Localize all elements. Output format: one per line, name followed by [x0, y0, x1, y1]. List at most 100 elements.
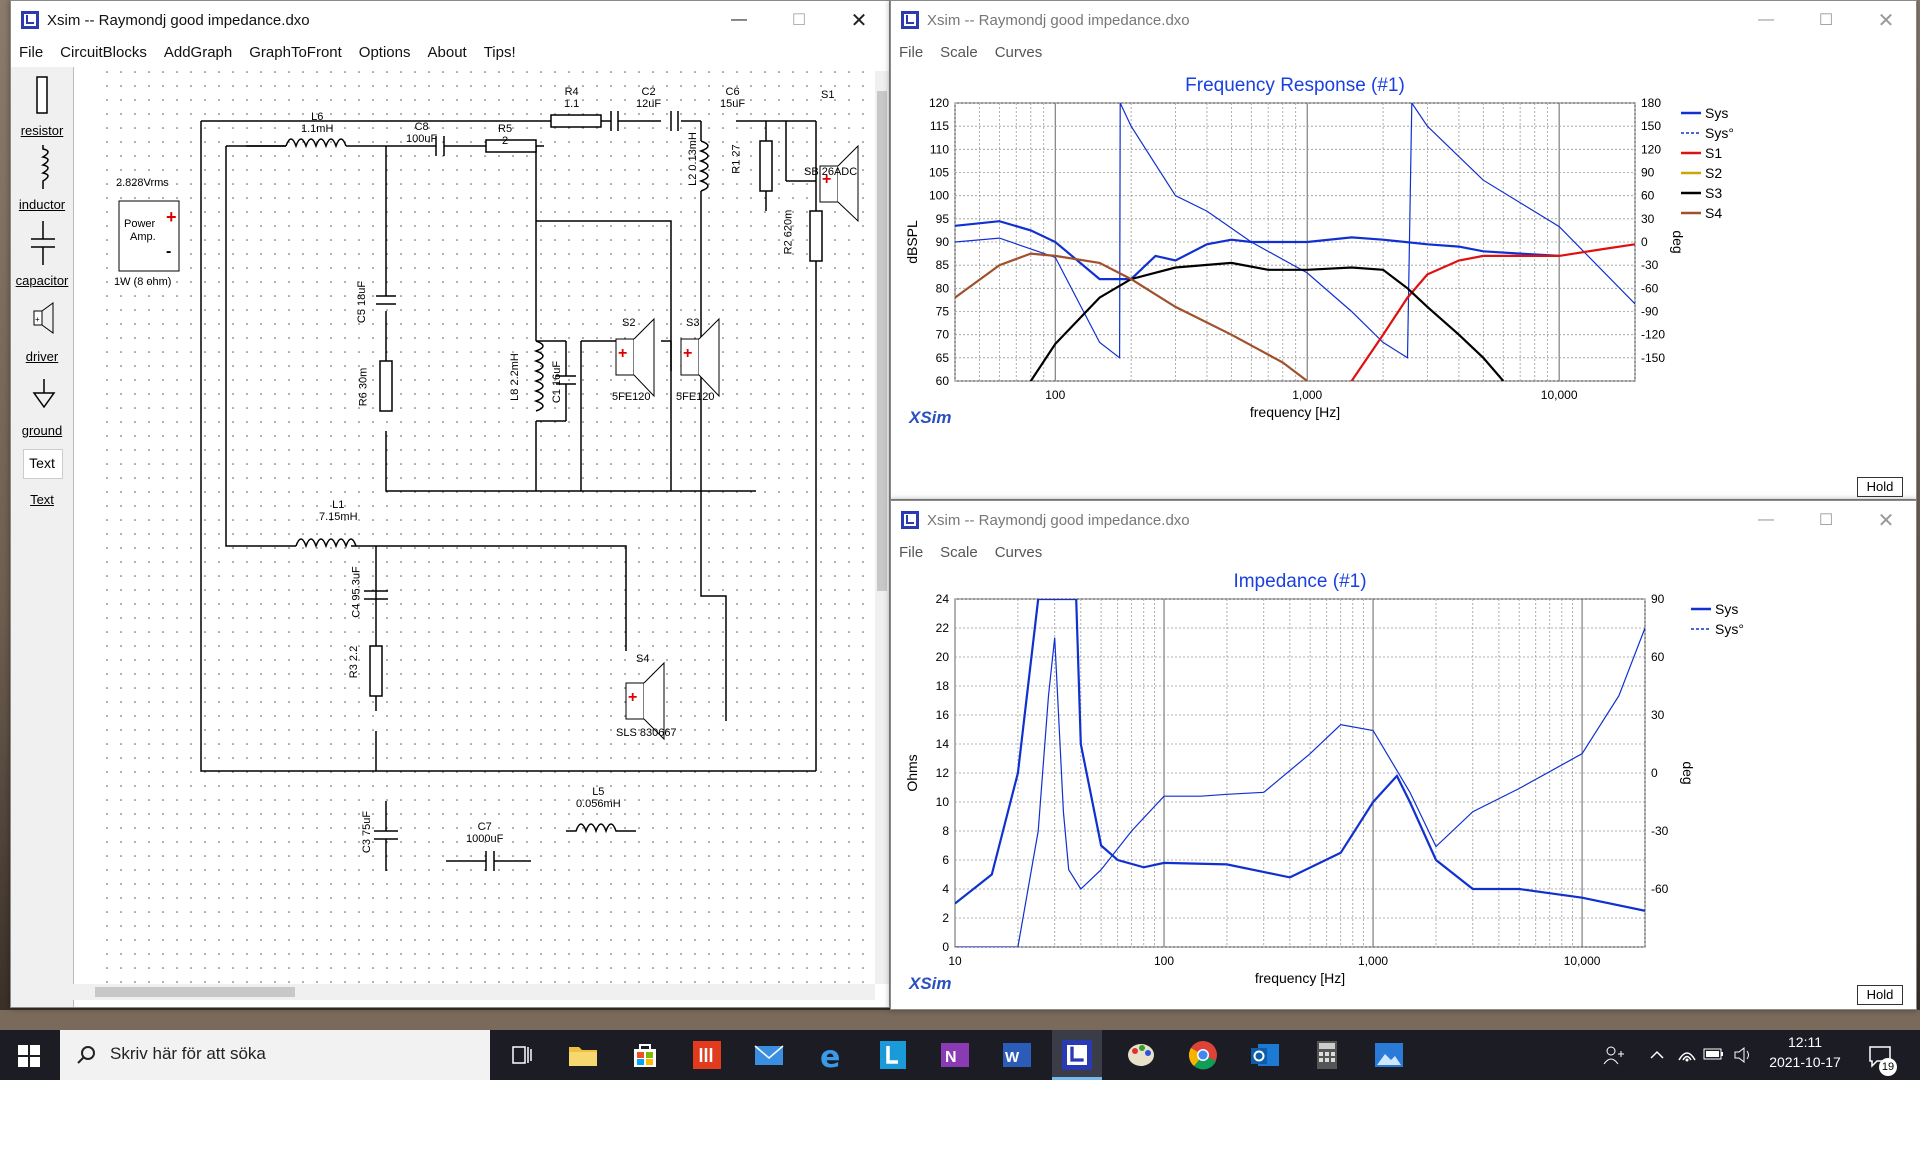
component-c7[interactable] — [446, 851, 531, 871]
minimize-icon[interactable]: — — [731, 11, 747, 28]
palette-inductor[interactable]: inductor — [18, 197, 66, 212]
component-c1[interactable] — [536, 340, 576, 422]
y2-tick-label: 30 — [1651, 708, 1665, 722]
palette-resistor[interactable]: resistor — [20, 123, 64, 138]
grid-lines — [954, 102, 1636, 382]
xsim-taskbar-item[interactable] — [1052, 1030, 1102, 1080]
fr-titlebar[interactable]: Xsim -- Raymondj good impedance.dxo — ☐ … — [891, 1, 1916, 39]
chevron-up-icon[interactable] — [1648, 1046, 1666, 1064]
close-icon[interactable]: ✕ — [1877, 9, 1895, 32]
battery-icon[interactable] — [1703, 1046, 1725, 1062]
hold-button[interactable]: Hold — [1857, 985, 1903, 1005]
menu-scale[interactable]: Scale — [940, 543, 978, 561]
palette-ground[interactable]: ground — [21, 423, 63, 438]
people-icon[interactable] — [1603, 1044, 1625, 1066]
driver-s1[interactable]: + — [819, 144, 859, 223]
driver-s3[interactable]: + — [680, 317, 720, 398]
close-icon[interactable]: ✕ — [850, 9, 868, 32]
maximize-icon[interactable]: ☐ — [791, 12, 807, 29]
menu-curves[interactable]: Curves — [994, 43, 1043, 61]
inductor-icon[interactable] — [31, 145, 55, 189]
driver-s4[interactable]: + — [625, 661, 665, 741]
component-l2[interactable] — [698, 140, 709, 192]
store-icon[interactable] — [628, 1038, 662, 1072]
horizontal-scrollbar[interactable] — [73, 984, 875, 1000]
schematic-canvas[interactable]: + + + + +- — [106, 71, 876, 984]
file-explorer-icon[interactable] — [566, 1038, 600, 1072]
maximize-icon[interactable]: ☐ — [1818, 512, 1834, 529]
power-amp[interactable]: +- — [118, 200, 180, 272]
vertical-scrollbar[interactable] — [875, 71, 889, 984]
circuit-titlebar[interactable]: Xsim -- Raymondj good impedance.dxo — ☐ … — [11, 1, 889, 39]
edge-icon[interactable]: e — [814, 1038, 848, 1072]
component-l8[interactable] — [533, 340, 544, 412]
onenote-icon[interactable]: N — [938, 1038, 972, 1072]
notification-count: 19 — [1879, 1058, 1897, 1076]
paint-icon[interactable] — [1124, 1038, 1158, 1072]
palette-text-1[interactable]: Text — [29, 455, 55, 471]
menu-file[interactable]: File — [19, 43, 44, 61]
component-l1[interactable] — [295, 538, 357, 549]
component-r4[interactable] — [550, 114, 602, 128]
component-r2[interactable] — [809, 210, 823, 262]
component-c2[interactable] — [601, 111, 619, 131]
component-c5[interactable] — [376, 295, 396, 305]
component-c8[interactable] — [426, 136, 478, 156]
minimize-icon[interactable]: — — [1758, 11, 1774, 28]
task-view-icon[interactable] — [505, 1038, 539, 1072]
search-box[interactable]: Skriv här för att söka — [60, 1030, 490, 1080]
capacitor-icon[interactable] — [29, 221, 57, 265]
hold-button[interactable]: Hold — [1857, 477, 1903, 497]
menu-addgraph[interactable]: AddGraph — [163, 43, 233, 61]
y2-tick-label: 90 — [1641, 166, 1655, 180]
component-r1[interactable] — [759, 140, 773, 192]
component-r6[interactable] — [379, 360, 393, 412]
office-red-icon[interactable] — [690, 1038, 724, 1072]
component-c6[interactable] — [670, 111, 679, 131]
minimize-icon[interactable]: — — [1758, 511, 1774, 528]
calculator-icon[interactable] — [1310, 1038, 1344, 1072]
chrome-icon[interactable] — [1186, 1038, 1220, 1072]
close-icon[interactable]: ✕ — [1877, 509, 1895, 532]
palette-capacitor[interactable]: capacitor — [15, 273, 69, 288]
windows-start-icon[interactable] — [18, 1045, 40, 1067]
vertical-scroll-thumb[interactable] — [877, 91, 887, 591]
volume-icon[interactable] — [1733, 1045, 1753, 1065]
menu-graphtofront[interactable]: GraphToFront — [249, 43, 342, 61]
text-tool-box-1[interactable] — [23, 449, 63, 479]
clock[interactable]: 12:11 2021-10-17 — [1760, 1034, 1850, 1070]
component-c3[interactable] — [374, 801, 398, 871]
palette-text-2[interactable]: Text — [30, 492, 54, 507]
mail-icon[interactable] — [752, 1038, 786, 1072]
notification-icon[interactable] — [1868, 1044, 1894, 1070]
component-r5[interactable] — [485, 139, 537, 153]
menu-file[interactable]: File — [899, 543, 924, 561]
outlook-icon[interactable] — [1248, 1038, 1282, 1072]
y2-axis-label: deg — [1670, 230, 1686, 253]
menu-file[interactable]: File — [899, 43, 924, 61]
driver-s2[interactable]: + — [615, 317, 655, 398]
imp-titlebar[interactable]: Xsim -- Raymondj good impedance.dxo — ☐ … — [891, 501, 1916, 539]
menu-tips[interactable]: Tips! — [483, 43, 516, 61]
photos-icon[interactable] — [1372, 1038, 1406, 1072]
ground-icon[interactable] — [31, 377, 57, 411]
driver-icon[interactable]: + — [31, 301, 57, 335]
l-app-icon[interactable] — [876, 1038, 910, 1072]
menu-circuitblocks[interactable]: CircuitBlocks — [60, 43, 147, 61]
component-c4[interactable] — [364, 590, 388, 600]
word-icon[interactable]: W — [1000, 1038, 1034, 1072]
horizontal-scroll-thumb[interactable] — [95, 987, 295, 997]
menu-options[interactable]: Options — [358, 43, 411, 61]
component-l5[interactable] — [566, 823, 636, 834]
maximize-icon[interactable]: ☐ — [1818, 12, 1834, 29]
wifi-icon[interactable] — [1677, 1044, 1697, 1064]
y2-tick-label: 60 — [1641, 189, 1655, 203]
y-tick-label: 80 — [936, 281, 950, 295]
component-l6[interactable] — [285, 138, 347, 149]
resistor-icon[interactable] — [33, 75, 51, 115]
component-r3[interactable] — [369, 645, 383, 697]
palette-driver[interactable]: driver — [25, 349, 59, 364]
menu-about[interactable]: About — [427, 43, 467, 61]
menu-curves[interactable]: Curves — [994, 543, 1043, 561]
menu-scale[interactable]: Scale — [940, 43, 978, 61]
